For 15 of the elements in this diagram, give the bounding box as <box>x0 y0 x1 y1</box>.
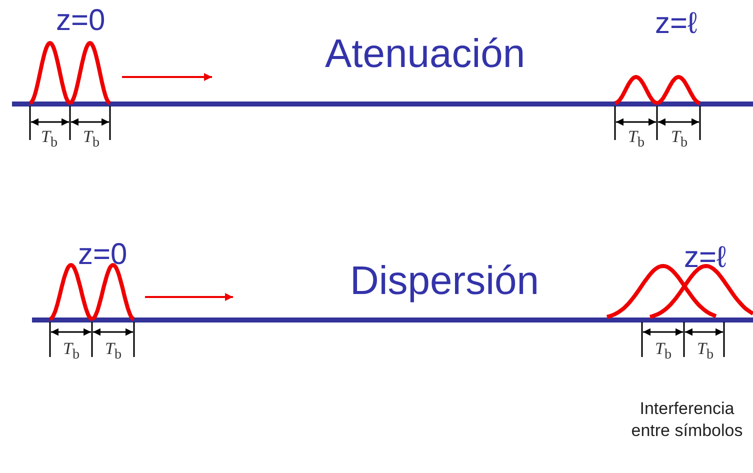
symbol-period-label: T$_{b}$ <box>83 128 100 150</box>
axis-position-label: z=0 <box>78 240 128 270</box>
panel-title: Dispersión <box>350 261 539 301</box>
panel-title: Atenuación <box>325 34 526 74</box>
symbol-period-label: T$_{b}$ <box>655 340 672 362</box>
symbol-period-label: T$_{b}$ <box>63 340 80 362</box>
symbol-period-label: T$_{b}$ <box>697 340 714 362</box>
axis-position-label: z=ℓ <box>655 9 698 39</box>
symbol-period-label: T$_{b}$ <box>628 128 645 150</box>
symbol-period-label: T$_{b}$ <box>41 128 58 150</box>
axis-position-label: z=0 <box>56 6 106 36</box>
symbol-period-label: T$_{b}$ <box>671 128 688 150</box>
annotation-text: Interferencia entre símbolos <box>630 398 744 442</box>
axis-position-label: z=ℓ <box>684 243 726 273</box>
symbol-period-label: T$_{b}$ <box>105 340 122 362</box>
